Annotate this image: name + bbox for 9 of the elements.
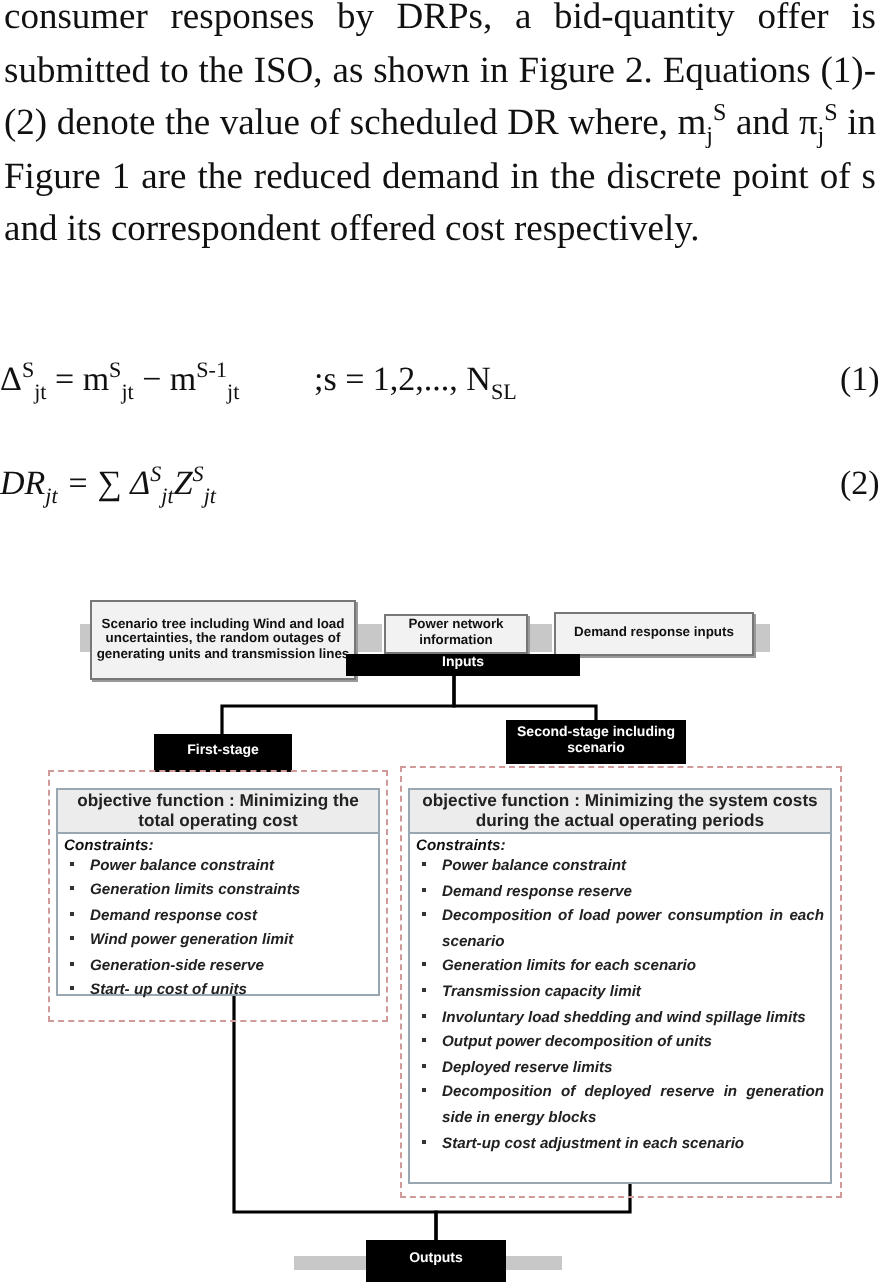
- dashed-frame: [48, 770, 388, 1022]
- objective-heading: objective function : Minimizing the total operating cost: [58, 790, 378, 834]
- objective-box: [56, 788, 380, 996]
- equation-number: (2): [840, 464, 880, 504]
- objective-heading: objective function : Minimizing the system costs during the actual operating periods: [410, 790, 830, 834]
- equation-condition: ;s = 1,2,..., N$_{SL}$: [314, 360, 517, 400]
- connector-line: [434, 1182, 632, 1240]
- body-paragraph: consumer responses by DRPs, a bid-quantity offer is submitted to the ISO, as shown in Figure 2. Equations (1)-(2) denote the value of scheduled DR where, m$_{j}$$^{S}$ and π$_{j}$$^{S}$ in Figure 1 are the reduced demand in the discrete point of s and its correspondent offered cost respectively.: [4, 0, 876, 254]
- equation-number: (1): [840, 360, 880, 400]
